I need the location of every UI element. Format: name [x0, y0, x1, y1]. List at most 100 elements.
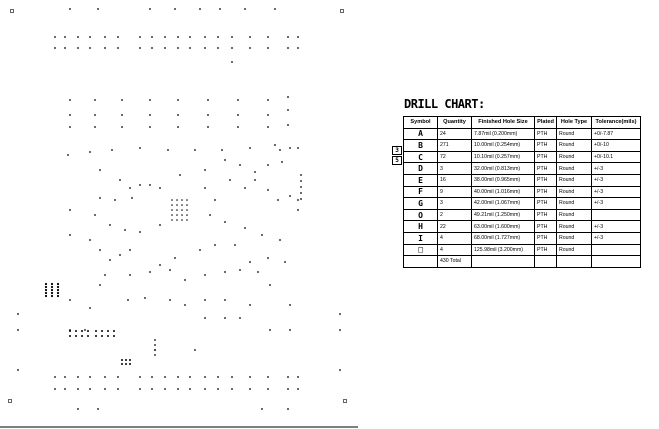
drill-hole-mark — [239, 164, 241, 166]
drill-hole-mark — [129, 359, 131, 361]
cell-quantity: 3 — [437, 197, 472, 210]
drill-hole-mark — [289, 304, 291, 306]
drill-hole-mark — [249, 304, 251, 306]
drill-hole-mark — [64, 388, 66, 390]
drill-hole-mark — [277, 199, 279, 201]
drill-hole-mark — [261, 234, 263, 236]
drill-hole-mark — [297, 47, 299, 49]
drill-hole-mark — [139, 36, 141, 38]
cell-size: 40.00mil (1.016mm) — [471, 185, 535, 199]
drill-hole-mark — [17, 313, 19, 315]
drill-hole-mark — [267, 47, 269, 49]
col-finished-hole-size: Finished Hole Size — [471, 116, 535, 129]
drill-hole-mark — [287, 388, 289, 390]
drill-hole-mark — [81, 335, 83, 337]
drill-hole-mark — [219, 8, 221, 10]
mounting-hole-mark — [343, 399, 347, 403]
drill-hole-mark — [174, 8, 176, 10]
drill-hole-mark — [69, 234, 71, 236]
drill-hole-mark — [287, 96, 289, 98]
drill-hole-mark — [77, 47, 79, 49]
drill-hole-mark — [107, 335, 109, 337]
drill-hole-mark — [164, 388, 166, 390]
col-symbol: Symbol — [403, 116, 438, 129]
empty-cell — [471, 255, 535, 268]
drill-hole-mark — [69, 209, 71, 211]
drill-hole-mark — [177, 376, 179, 378]
drill-hole-mark — [67, 154, 69, 156]
drill-hole-mark — [217, 376, 219, 378]
drill-hole-mark — [249, 376, 251, 378]
drill-hole-mark — [113, 335, 115, 337]
col-plated: Plated — [534, 116, 557, 129]
drill-hole-mark — [217, 388, 219, 390]
drill-hole-mark — [300, 180, 302, 182]
drill-hole-mark — [44, 282, 48, 286]
drill-hole-mark — [177, 99, 179, 101]
drill-chart-table: Symbol Quantity Finished Hole Size Plate… — [403, 116, 641, 268]
drill-hole-mark — [77, 36, 79, 38]
drill-hole-mark — [125, 363, 127, 365]
drill-hole-mark — [181, 199, 183, 201]
cell-symbol: C — [403, 150, 438, 164]
cell-tolerance: +/-3 — [591, 220, 641, 233]
drill-hole-mark — [174, 257, 176, 259]
drill-hole-mark — [94, 126, 96, 128]
cell-quantity: 22 — [437, 220, 472, 233]
drill-hole-mark — [189, 376, 191, 378]
drill-hole-mark — [224, 221, 226, 223]
drill-hole-mark — [204, 187, 206, 189]
drill-hole-mark — [113, 330, 115, 332]
drill-hole-mark — [249, 147, 251, 149]
drill-hole-mark — [164, 36, 166, 38]
drill-hole-mark — [151, 36, 153, 38]
drill-hole-mark — [149, 184, 151, 186]
drill-hole-mark — [111, 149, 113, 151]
drill-hole-mark — [176, 199, 178, 201]
drill-hole-mark — [154, 354, 156, 356]
drill-hole-mark — [300, 186, 302, 188]
cell-symbol: A — [403, 127, 438, 141]
cell-size: 10.00mil (0.254mm) — [471, 139, 535, 152]
drill-hole-mark — [139, 47, 141, 49]
drill-hole-mark — [249, 36, 251, 38]
drill-hole-mark — [89, 47, 91, 49]
drill-hole-mark — [204, 274, 206, 276]
drill-hole-mark — [69, 335, 71, 337]
drill-hole-mark — [94, 214, 96, 216]
cell-plated: PTH — [534, 220, 557, 233]
drill-hole-mark — [104, 274, 106, 276]
drill-hole-mark — [186, 214, 188, 216]
drill-hole-mark — [50, 294, 54, 298]
drill-hole-mark — [231, 61, 233, 63]
drill-hole-mark — [104, 36, 106, 38]
drill-hole-mark — [287, 408, 289, 410]
drill-hole-mark — [64, 376, 66, 378]
cell-type: Round — [556, 127, 592, 141]
drill-hole-mark — [254, 171, 256, 173]
drill-hole-mark — [189, 388, 191, 390]
drill-hole-mark — [189, 36, 191, 38]
drill-hole-mark — [171, 219, 173, 221]
cell-size: 63.00mil (1.600mm) — [471, 220, 535, 233]
drill-hole-mark — [94, 99, 96, 101]
drill-hole-mark — [54, 36, 56, 38]
drill-hole-mark — [300, 198, 302, 200]
drill-hole-mark — [139, 184, 141, 186]
cell-quantity: 4 — [437, 243, 472, 257]
col-hole-type: Hole Type — [556, 116, 592, 129]
drill-hole-mark — [119, 179, 121, 181]
drill-hole-mark — [204, 299, 206, 301]
drill-hole-mark — [287, 47, 289, 49]
mounting-hole-mark — [340, 9, 344, 13]
drill-hole-mark — [186, 219, 188, 221]
drill-hole-mark — [267, 257, 269, 259]
drill-hole-mark — [207, 114, 209, 116]
cell-symbol: □ — [403, 243, 438, 257]
cell-plated: PTH — [534, 139, 557, 152]
drill-hole-mark — [234, 244, 236, 246]
cell-symbol: G — [403, 197, 438, 210]
